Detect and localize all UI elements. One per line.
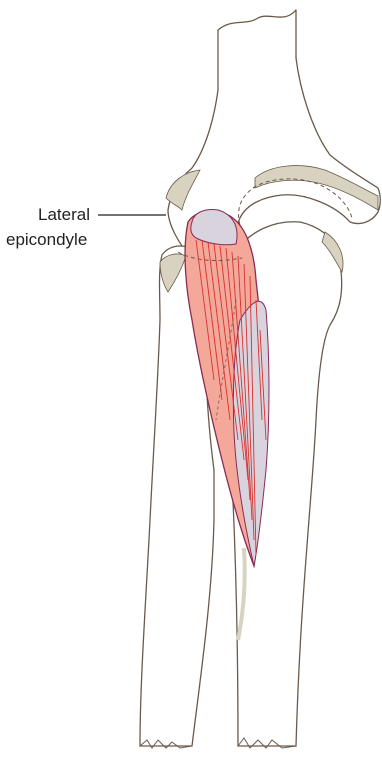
lateral-epicondyle-label-line2: epicondyle <box>6 231 87 248</box>
lateral-epicondyle-label-line1: Lateral <box>38 206 90 223</box>
